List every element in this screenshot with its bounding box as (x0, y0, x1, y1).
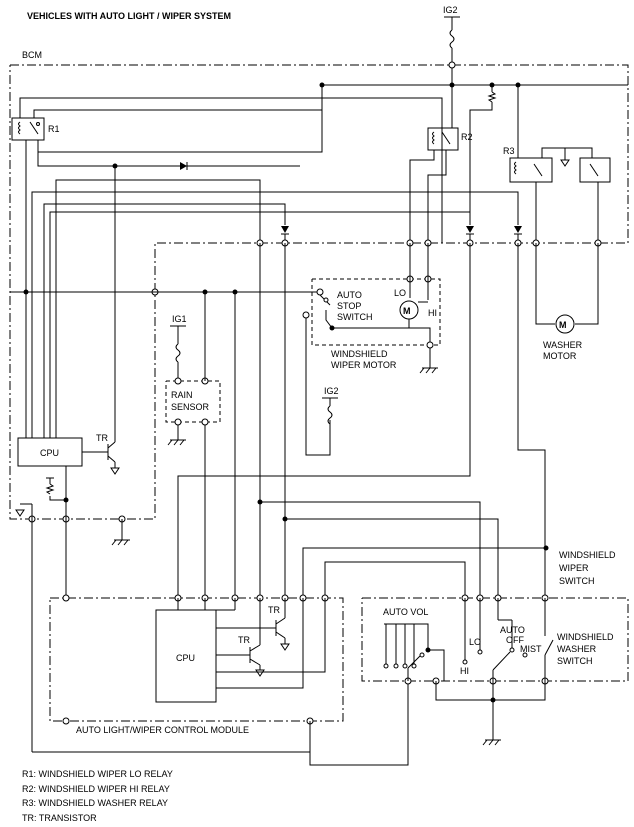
fuse-icon (327, 405, 333, 425)
washer-motor-m: M (559, 320, 567, 330)
ground-icon (560, 159, 570, 167)
ground-icon (110, 467, 120, 475)
washer-switch-l1: WINDSHIELD (557, 632, 614, 642)
relay-r1 (11, 117, 45, 141)
module-cpu-label: CPU (176, 653, 195, 663)
relay-r2-label: R2 (461, 132, 473, 142)
auto-stop-l3: SWITCH (337, 312, 373, 322)
bcm-cpu-label: CPU (40, 448, 59, 458)
auto-vol-ladder (383, 624, 417, 669)
washer-motor-icon (555, 314, 575, 334)
washer-switch-l3: SWITCH (557, 656, 593, 666)
bcm-label: BCM (22, 50, 42, 60)
ground-icon (15, 509, 25, 517)
wiper-switch-lo: LO (469, 637, 481, 647)
diode-icon (466, 226, 474, 233)
wiper-motor-boundary (311, 278, 441, 346)
module-cpu (155, 609, 217, 703)
wiper-motor-lo: LO (394, 288, 406, 298)
ground-icon (280, 643, 290, 651)
bcm-boundary (9, 64, 629, 520)
resistor-icon (45, 483, 55, 495)
ground-icon (255, 669, 265, 677)
wiper-switch-off: OFF (506, 635, 524, 645)
legend-r2: R2: WINDSHIELD WIPER HI RELAY (22, 784, 170, 794)
diode-icon (514, 226, 522, 233)
wiper-motor-name-l1: WINDSHIELD (331, 349, 388, 359)
control-module-label: AUTO LIGHT/WIPER CONTROL MODULE (76, 725, 249, 735)
wiper-switch-title-l3: SWITCH (559, 576, 595, 586)
module-terminals (62, 594, 329, 725)
legend-r3: R3: WINDSHIELD WASHER RELAY (22, 798, 168, 808)
tr-bcm-label: TR (96, 433, 108, 443)
tr-mod2-label: TR (238, 635, 250, 645)
washer-motor-l1: WASHER (543, 340, 583, 350)
fuse-icon (175, 343, 181, 363)
wiper-motor-m: M (403, 306, 411, 316)
washer-switch-l2: WASHER (557, 644, 597, 654)
diagram-title: VEHICLES WITH AUTO LIGHT / WIPER SYSTEM (27, 11, 231, 21)
wiper-motor-name-l2: WIPER MOTOR (331, 360, 397, 370)
wiper-switch-boundary (361, 597, 629, 682)
ig2-mid-label: IG2 (324, 386, 339, 396)
relay-r3-label: R3 (503, 146, 515, 156)
wiper-switch-title-l1: WINDSHIELD (559, 550, 616, 560)
relay-coil-icon (432, 131, 435, 145)
relay-r1-label: R1 (48, 124, 60, 134)
legend-r1: R1: WINDSHIELD WIPER LO RELAY (22, 769, 173, 779)
ig2-top-label: IG2 (443, 5, 458, 15)
rain-sensor-l2: SENSOR (171, 402, 210, 412)
wiper-switch-hi: HI (460, 666, 469, 676)
auto-stop-l2: STOP (337, 301, 361, 311)
diode-icon (281, 226, 289, 233)
legend-tr: TR: TRANSISTOR (22, 813, 97, 823)
relay-coil-icon (514, 161, 517, 175)
wiper-motor-hi: HI (428, 308, 437, 318)
fuse-icon (449, 29, 455, 49)
resistor-icon (487, 91, 497, 103)
auto-stop-l1: AUTO (337, 290, 362, 300)
tr-mod1-label: TR (268, 605, 280, 615)
diode-icon (180, 162, 187, 170)
control-module-boundary (49, 597, 344, 722)
relay-r3 (509, 157, 553, 183)
ig1-label: IG1 (172, 314, 187, 324)
wiper-switch-title-l2: WIPER (559, 563, 589, 573)
washer-motor-l2: MOTOR (543, 351, 577, 361)
auto-vol-label: AUTO VOL (383, 607, 428, 617)
relay-coil-icon (18, 121, 21, 135)
relay-r2 (427, 127, 459, 151)
rain-sensor-l1: RAIN (171, 390, 193, 400)
wiper-switch-mist: MIST (520, 644, 542, 654)
